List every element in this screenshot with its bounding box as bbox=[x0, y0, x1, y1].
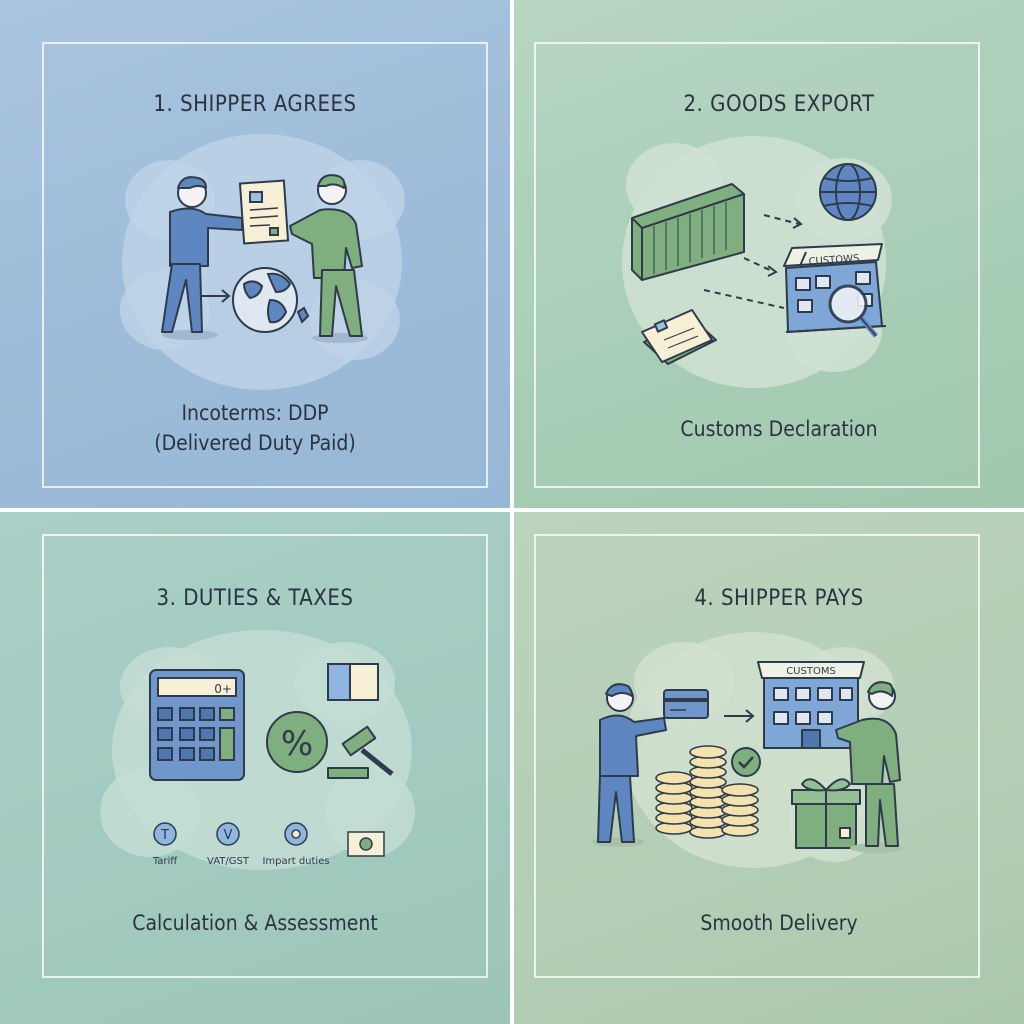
caption-line-1: Incoterms: DDP bbox=[181, 401, 329, 425]
import-duties-badge-icon bbox=[284, 822, 308, 846]
coin-stacks-icon bbox=[655, 745, 759, 839]
import-duties-label: Impart duties bbox=[262, 856, 329, 867]
agreement-illustration bbox=[120, 134, 405, 390]
panel-title: 1. SHIPPER AGREES bbox=[153, 92, 357, 117]
panel-title: 4. SHIPPER PAYS bbox=[694, 586, 864, 611]
panel-caption: Calculation & Assessment bbox=[132, 911, 378, 935]
blue-person-icon bbox=[592, 683, 667, 847]
green-person-icon bbox=[835, 681, 902, 853]
banknote-icon bbox=[347, 831, 385, 857]
panel-title: 3. DUTIES & TAXES bbox=[156, 586, 354, 611]
payment-illustration: CUSTOMS bbox=[592, 632, 902, 868]
duties-illustration: 0+ % T Tariff V VAT/GST bbox=[100, 630, 415, 870]
globe-icon bbox=[819, 163, 877, 221]
panel-shipper-agrees: 1. SHIPPER AGREES bbox=[0, 0, 510, 508]
panel-caption: Incoterms: DDP (Delivered Duty Paid) bbox=[0, 398, 510, 458]
blue-person-icon bbox=[161, 176, 243, 340]
panel-frame bbox=[534, 42, 980, 488]
tariff-badge-icon bbox=[153, 822, 177, 846]
tariff-label: Tariff bbox=[152, 856, 178, 867]
percent-icon bbox=[266, 711, 328, 773]
panel-shipper-pays: 4. SHIPPER PAYS bbox=[514, 512, 1024, 1024]
shipping-container-icon bbox=[631, 183, 745, 281]
export-illustration: CUSTOWS bbox=[622, 136, 892, 388]
credit-card-icon bbox=[663, 689, 709, 719]
percent-symbol: % bbox=[281, 724, 313, 764]
panel-frame bbox=[42, 534, 488, 978]
arrow-right-icon bbox=[724, 709, 755, 723]
customs-building-icon bbox=[757, 661, 865, 749]
panel-title: 2. GOODS EXPORT bbox=[683, 92, 875, 117]
panel-goods-export: 2. GOODS EXPORT bbox=[514, 0, 1024, 508]
customs-sign-text: CUSTOWS bbox=[808, 253, 860, 268]
panel-frame bbox=[42, 42, 488, 488]
customs-sign-text: CUSTOMS bbox=[786, 666, 836, 677]
panel-duties-taxes: 3. DUTIES & TAXES 0+ % bbox=[0, 512, 510, 1024]
vat-badge-icon bbox=[216, 822, 240, 846]
calculator-icon bbox=[149, 669, 245, 781]
flag-icon bbox=[327, 663, 379, 701]
contract-document-icon bbox=[238, 179, 290, 245]
checkmark-icon bbox=[731, 747, 761, 777]
dashed-arrows bbox=[703, 214, 803, 309]
calculator-display: 0+ bbox=[214, 682, 232, 696]
vat-label: VAT/GST bbox=[207, 856, 250, 867]
tariff-badge-text: T bbox=[160, 828, 169, 843]
arrow-right-icon bbox=[202, 289, 231, 303]
panel-caption: Smooth Delivery bbox=[700, 911, 858, 935]
green-person-icon bbox=[289, 174, 368, 343]
panel-frame bbox=[534, 534, 980, 978]
magnifier-icon bbox=[828, 284, 878, 338]
vat-badge-text: V bbox=[224, 828, 233, 843]
gift-box-icon bbox=[791, 778, 861, 849]
caption-line-2: (Delivered Duty Paid) bbox=[154, 431, 356, 455]
panel-caption: Customs Declaration bbox=[680, 417, 878, 441]
globe-icon bbox=[232, 267, 310, 333]
declaration-papers-icon bbox=[641, 309, 717, 365]
gavel-icon bbox=[327, 725, 394, 779]
